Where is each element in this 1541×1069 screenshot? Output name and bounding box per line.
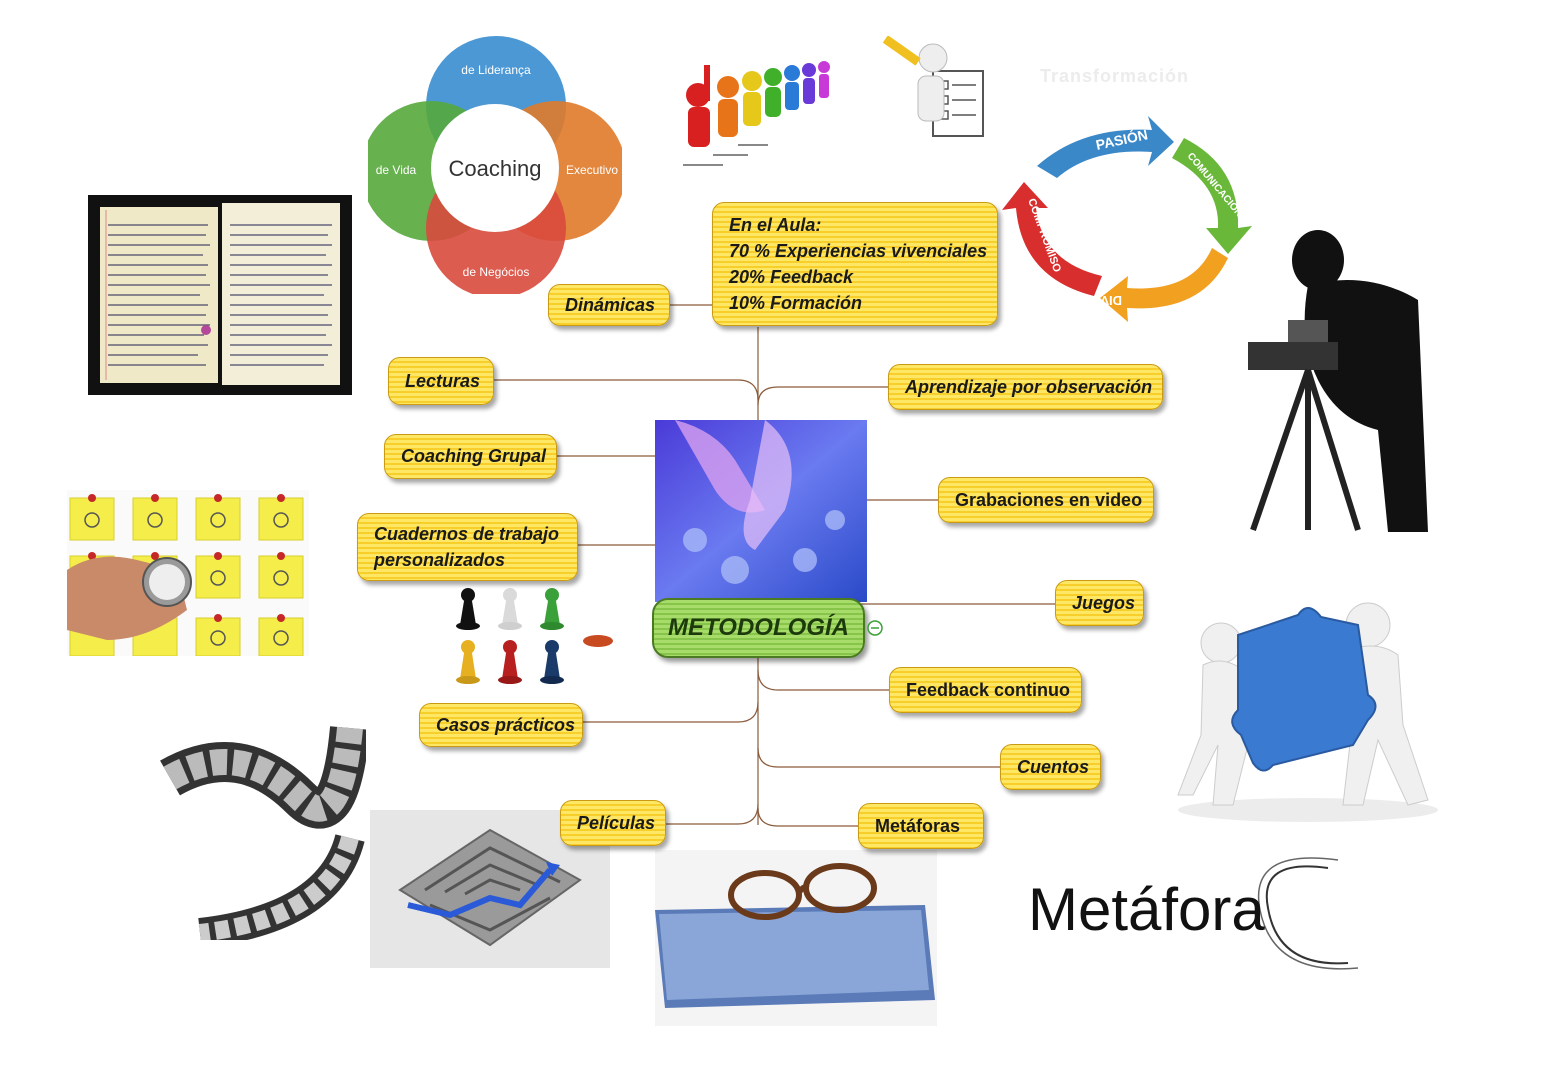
faded-caption: Transformación	[1040, 66, 1190, 86]
cycle-arrows-diagram: PASIÓN COMUNICACIÓN DIVERSIÓN COMPROMISO	[1002, 116, 1252, 322]
camera-operator-image	[1248, 230, 1428, 532]
puzzle-figures-image	[1177, 602, 1438, 822]
node-coaching-grupal-label: Coaching Grupal	[401, 446, 547, 466]
node-juegos[interactable]: Juegos	[1055, 580, 1144, 626]
aula-line-feedback: 20% Feedback	[729, 267, 854, 287]
maze-image	[370, 810, 610, 968]
aula-line-formacion: 10% Formación	[729, 293, 863, 313]
glasses-tablet-image	[655, 850, 937, 1026]
node-metaforas[interactable]: Metáforas	[858, 803, 984, 849]
venn-right-label: Executivo	[566, 163, 618, 177]
node-cuadernos-line1: Cuadernos de trabajo	[374, 524, 560, 544]
center-hands-photo	[655, 420, 867, 602]
node-dinamicas-label: Dinámicas	[565, 294, 656, 315]
center-node-metodologia[interactable]: METODOLOGÍA	[652, 598, 865, 658]
venn-center-circle	[431, 104, 559, 232]
node-metaforas-label: Metáforas	[875, 815, 961, 836]
aula-node[interactable]: En el Aula: 70 % Experiencias vivenciale…	[712, 202, 998, 326]
audience-figures-image	[683, 61, 830, 166]
metafora-logo-text: Metáfora	[1028, 876, 1265, 943]
node-casos-practicos[interactable]: Casos prácticos	[419, 703, 583, 747]
venn-bottom-label: de Negócios	[463, 265, 530, 279]
node-peliculas-label: Películas	[577, 812, 656, 833]
center-node-label: METODOLOGÍA	[668, 614, 849, 641]
node-cuentos[interactable]: Cuentos	[1000, 744, 1101, 790]
aula-line-experiencias: 70 % Experiencias vivenciales	[729, 241, 988, 261]
collapse-toggle-icon[interactable]	[866, 619, 884, 637]
aula-title: En el Aula:	[729, 215, 822, 235]
node-casos-practicos-label: Casos prácticos	[436, 714, 576, 735]
node-lecturas-label: Lecturas	[405, 370, 481, 391]
node-lecturas[interactable]: Lecturas	[388, 357, 494, 405]
cycle-label-comunicacion: COMUNICACIÓN	[1185, 150, 1246, 220]
sticky-notes-image	[67, 490, 309, 656]
metafora-logo: Metáfora	[1028, 857, 1359, 970]
node-feedback-continuo-label: Feedback continuo	[906, 679, 1071, 700]
node-grabaciones[interactable]: Grabaciones en video	[938, 477, 1154, 523]
coaching-venn-diagram: Coaching de Liderança de Vida Executivo …	[368, 36, 622, 294]
venn-center-label: Coaching	[449, 156, 542, 181]
node-cuadernos-line2: personalizados	[374, 550, 506, 570]
node-aprendizaje[interactable]: Aprendizaje por observación	[888, 364, 1163, 410]
node-feedback-continuo[interactable]: Feedback continuo	[889, 667, 1082, 713]
venn-left-label: de Vida	[376, 163, 417, 177]
node-cuadernos[interactable]: Cuadernos de trabajo personalizados	[357, 513, 578, 581]
node-peliculas[interactable]: Películas	[560, 800, 666, 846]
game-pieces-image	[456, 588, 613, 684]
cycle-label-diversion: DIVERSIÓN	[1050, 293, 1122, 308]
node-aprendizaje-label: Aprendizaje por observación	[905, 376, 1153, 397]
node-grabaciones-label: Grabaciones en video	[955, 489, 1143, 510]
venn-top-label: de Liderança	[461, 63, 531, 77]
notebook-image	[88, 195, 352, 395]
checklist-figure-image	[882, 36, 984, 137]
node-coaching-grupal[interactable]: Coaching Grupal	[384, 434, 557, 479]
node-dinamicas[interactable]: Dinámicas	[548, 284, 670, 326]
film-strip-image	[160, 726, 366, 940]
node-juegos-label: Juegos	[1072, 592, 1136, 613]
node-cuentos-label: Cuentos	[1017, 756, 1089, 777]
